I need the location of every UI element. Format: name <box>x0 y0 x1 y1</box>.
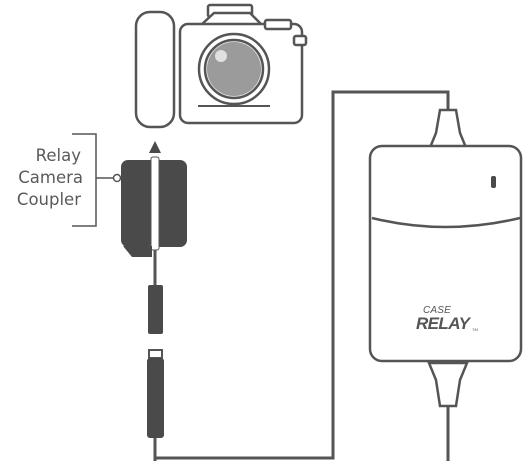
case-relay-device <box>368 108 523 461</box>
camera-cable <box>147 250 164 461</box>
coupler-label-line2: Camera <box>18 168 83 187</box>
coupler-label-line1: Relay <box>35 146 81 165</box>
label-bracket <box>72 133 122 227</box>
trademark-text: TM <box>472 327 478 332</box>
camera-icon <box>134 3 308 129</box>
insert-arrow-icon <box>149 141 161 153</box>
brand-case-text: CASE <box>423 305 452 316</box>
brand-relay-text: RELAY <box>416 314 470 333</box>
connection-cable <box>155 90 450 460</box>
coupler-label-line3: Coupler <box>16 190 81 209</box>
battery-coupler <box>121 156 187 257</box>
